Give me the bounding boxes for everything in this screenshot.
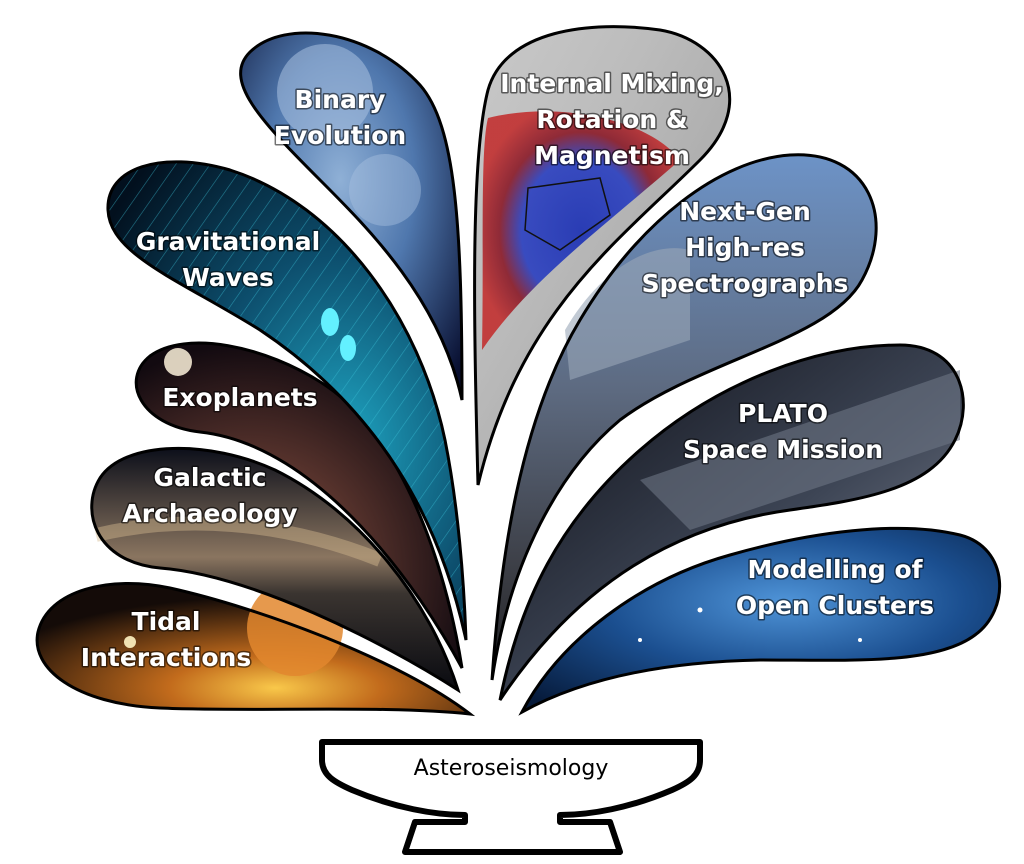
petal-label-internal-mixing: Internal Mixing, Rotation & Magnetism: [500, 69, 724, 170]
petal-label-exoplanets: Exoplanets: [162, 383, 317, 412]
star-icon: [277, 44, 373, 140]
star-icon: [858, 638, 862, 642]
petal-label-line: Spectrographs: [642, 269, 849, 298]
petal-label-line: Rotation &: [536, 105, 687, 134]
petal-label-plato-space-mission: PLATO Space Mission: [683, 399, 883, 464]
petal-label-line: Archaeology: [122, 499, 297, 528]
petal-label-line: Next-Gen: [679, 197, 811, 226]
star-icon: [638, 638, 642, 642]
petal-gravitational-waves: [106, 160, 468, 641]
black-hole-icon: [340, 335, 356, 361]
asteroseismology-base: Asteroseismology: [319, 739, 703, 855]
star-small-icon: [124, 636, 136, 648]
petal-label-line: Binary: [295, 85, 386, 114]
star-icon: [697, 607, 703, 613]
petal-label-line: Gravitational: [136, 227, 320, 256]
bright-star-icon: [164, 348, 192, 376]
petal-label-line: Internal Mixing,: [500, 69, 724, 98]
petal-label-line: Magnetism: [534, 141, 690, 170]
black-hole-icon: [321, 308, 339, 336]
milky-way-band-icon: [94, 516, 383, 567]
petal-label-line: Modelling of: [747, 555, 923, 584]
petal-binary-evolution: [239, 31, 464, 401]
solar-panel-icon: [640, 370, 960, 530]
petal-label-line: High-res: [685, 233, 805, 262]
telescope-dome-icon: [565, 248, 690, 380]
petal-label-line: Evolution: [274, 121, 406, 150]
petal-label-line: PLATO: [738, 399, 828, 428]
petal-label-line: Exoplanets: [162, 383, 317, 412]
petal-internal-mixing: [473, 25, 732, 486]
star-icon: [349, 154, 421, 226]
petal-galactic-archaeology: [90, 446, 461, 694]
petal-label-modelling-open-clusters: Modelling of Open Clusters: [736, 555, 934, 620]
base-label: Asteroseismology: [414, 756, 609, 781]
petal-plato-space-mission: [498, 343, 965, 701]
petal-next-gen-spectrographs: [490, 153, 878, 681]
petal-label-line: Open Clusters: [736, 591, 934, 620]
petal-label-line: Tidal: [132, 607, 201, 636]
petal-label-line: Interactions: [81, 643, 251, 672]
petal-label-line: Waves: [182, 263, 274, 292]
petal-modelling-open-clusters: [518, 526, 1002, 716]
petal-label-line: Galactic: [154, 463, 267, 492]
petal-label-line: Space Mission: [683, 435, 883, 464]
convective-zone-icon: [524, 177, 611, 251]
